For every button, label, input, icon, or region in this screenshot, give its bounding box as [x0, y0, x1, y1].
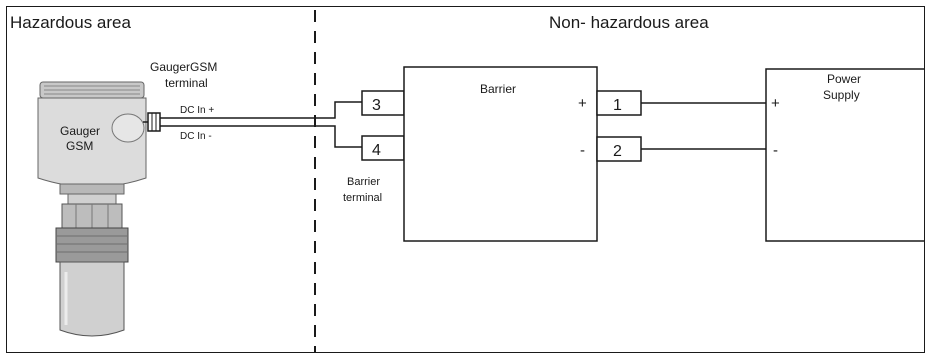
barrier-terminal-1: [596, 90, 642, 116]
barrier-box: [403, 66, 598, 242]
barrier-terminal-1-label: 1: [613, 97, 622, 114]
device-name-line2: GSM: [66, 139, 93, 153]
device-terminal-label-line1: GaugerGSM: [150, 60, 217, 74]
cable-wires: [160, 101, 362, 148]
power-supply-title-line1: Power: [827, 72, 861, 86]
device-terminal-label-line2: terminal: [165, 76, 208, 90]
gauger-gsm-device: [37, 81, 147, 337]
barrier-minus-sign: -: [580, 142, 585, 159]
barrier-terminal-4: [361, 135, 405, 161]
hazardous-area-title: Hazardous area: [10, 13, 132, 32]
barrier-terminal-4-label: 4: [372, 142, 381, 159]
diagram-frame: [6, 6, 925, 353]
power-supply-title-line2: Supply: [823, 88, 860, 102]
dc-in-minus-label: DC In -: [180, 131, 212, 142]
dc-in-plus-label: DC In +: [180, 105, 214, 116]
barrier-terminal-2: [596, 136, 642, 162]
barrier-terminal-label-line1: Barrier: [347, 176, 380, 188]
barrier-plus-sign: +: [578, 95, 587, 112]
non-hazardous-area-title: Non- hazardous area: [549, 13, 709, 32]
power-supply-box: [765, 68, 924, 242]
barrier-terminal-3-label: 3: [372, 97, 381, 114]
device-terminal-connector: [143, 112, 161, 132]
barrier-terminal-label-line2: terminal: [343, 192, 382, 204]
barrier-title: Barrier: [480, 82, 516, 96]
power-supply-minus-sign: -: [773, 142, 778, 159]
barrier-terminal-3: [361, 90, 405, 116]
power-supply-plus-sign: +: [771, 95, 780, 112]
device-name-line1: Gauger: [60, 124, 100, 138]
barrier-terminal-2-label: 2: [613, 143, 622, 160]
